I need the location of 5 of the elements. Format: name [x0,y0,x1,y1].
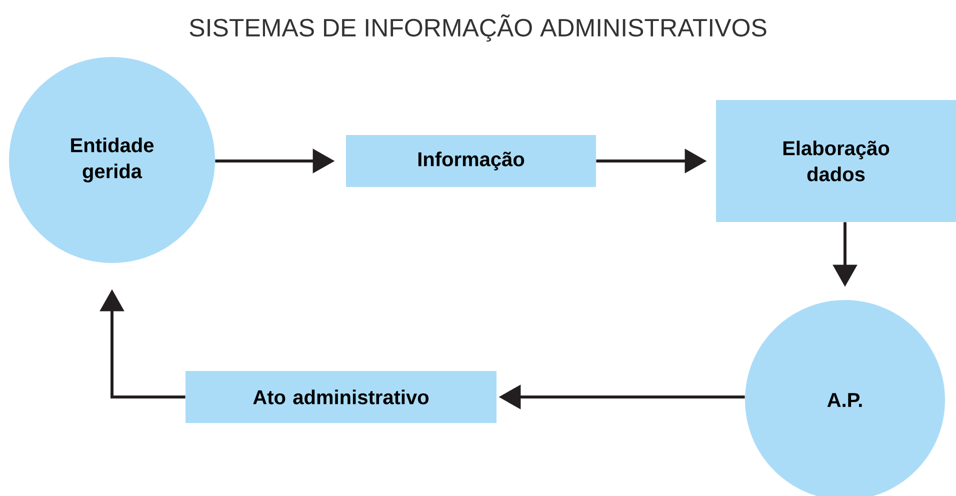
title: SISTEMAS DE INFORMAÇÃO ADMINISTRATIVOS [190,14,766,42]
process-box: Informação [346,135,596,187]
circle-node: Entidade gerida [9,57,215,263]
process-box: Elaboração dados [716,100,956,222]
process-box: Ato administrativo [186,371,496,423]
